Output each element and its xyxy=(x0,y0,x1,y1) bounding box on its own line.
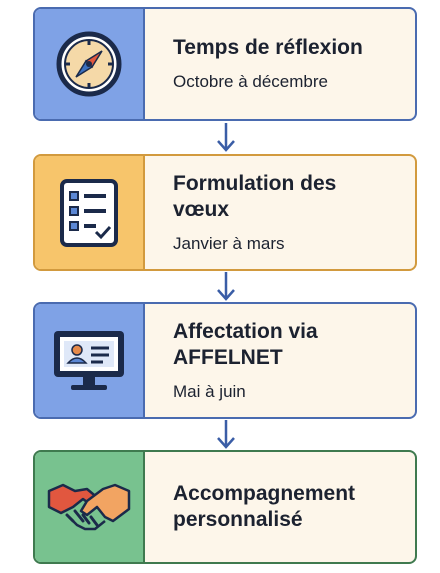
computer-profile-icon xyxy=(54,330,124,390)
step-text: Affectation via AFFELNET Mai à juin xyxy=(145,304,365,417)
checklist-icon xyxy=(60,178,118,247)
step-subtitle: Mai à juin xyxy=(173,381,246,401)
step-title: Accompagnement personnalisé xyxy=(173,482,356,531)
step-title: Affectation via AFFELNET xyxy=(173,319,318,369)
step-text: Accompagnement personnalisé xyxy=(145,452,415,562)
step-title: Formulation des vœux xyxy=(173,171,337,221)
step-icon-panel xyxy=(35,304,145,417)
step-text: Temps de réflexion Octobre à décembre xyxy=(145,9,375,119)
compass-icon xyxy=(56,31,122,97)
step-icon-panel xyxy=(35,156,145,269)
step-subtitle: Octobre à décembre xyxy=(173,72,328,91)
handshake-icon xyxy=(47,483,131,531)
arrow-down-icon xyxy=(217,272,235,301)
step-subtitle: Janvier à mars xyxy=(173,233,285,253)
step-icon-panel xyxy=(35,452,145,562)
step-title: Temps de réflexion xyxy=(173,36,363,59)
arrow-down-icon xyxy=(217,420,235,449)
step-affectation-affelnet: Affectation via AFFELNET Mai à juin xyxy=(33,302,417,419)
step-accompagnement-personnalise: Accompagnement personnalisé xyxy=(33,450,417,564)
step-temps-de-reflexion: Temps de réflexion Octobre à décembre xyxy=(33,7,417,121)
arrow-down-icon xyxy=(217,123,235,152)
step-text: Formulation des vœux Janvier à mars xyxy=(145,156,385,269)
step-icon-panel xyxy=(35,9,145,119)
step-formulation-des-voeux: Formulation des vœux Janvier à mars xyxy=(33,154,417,271)
